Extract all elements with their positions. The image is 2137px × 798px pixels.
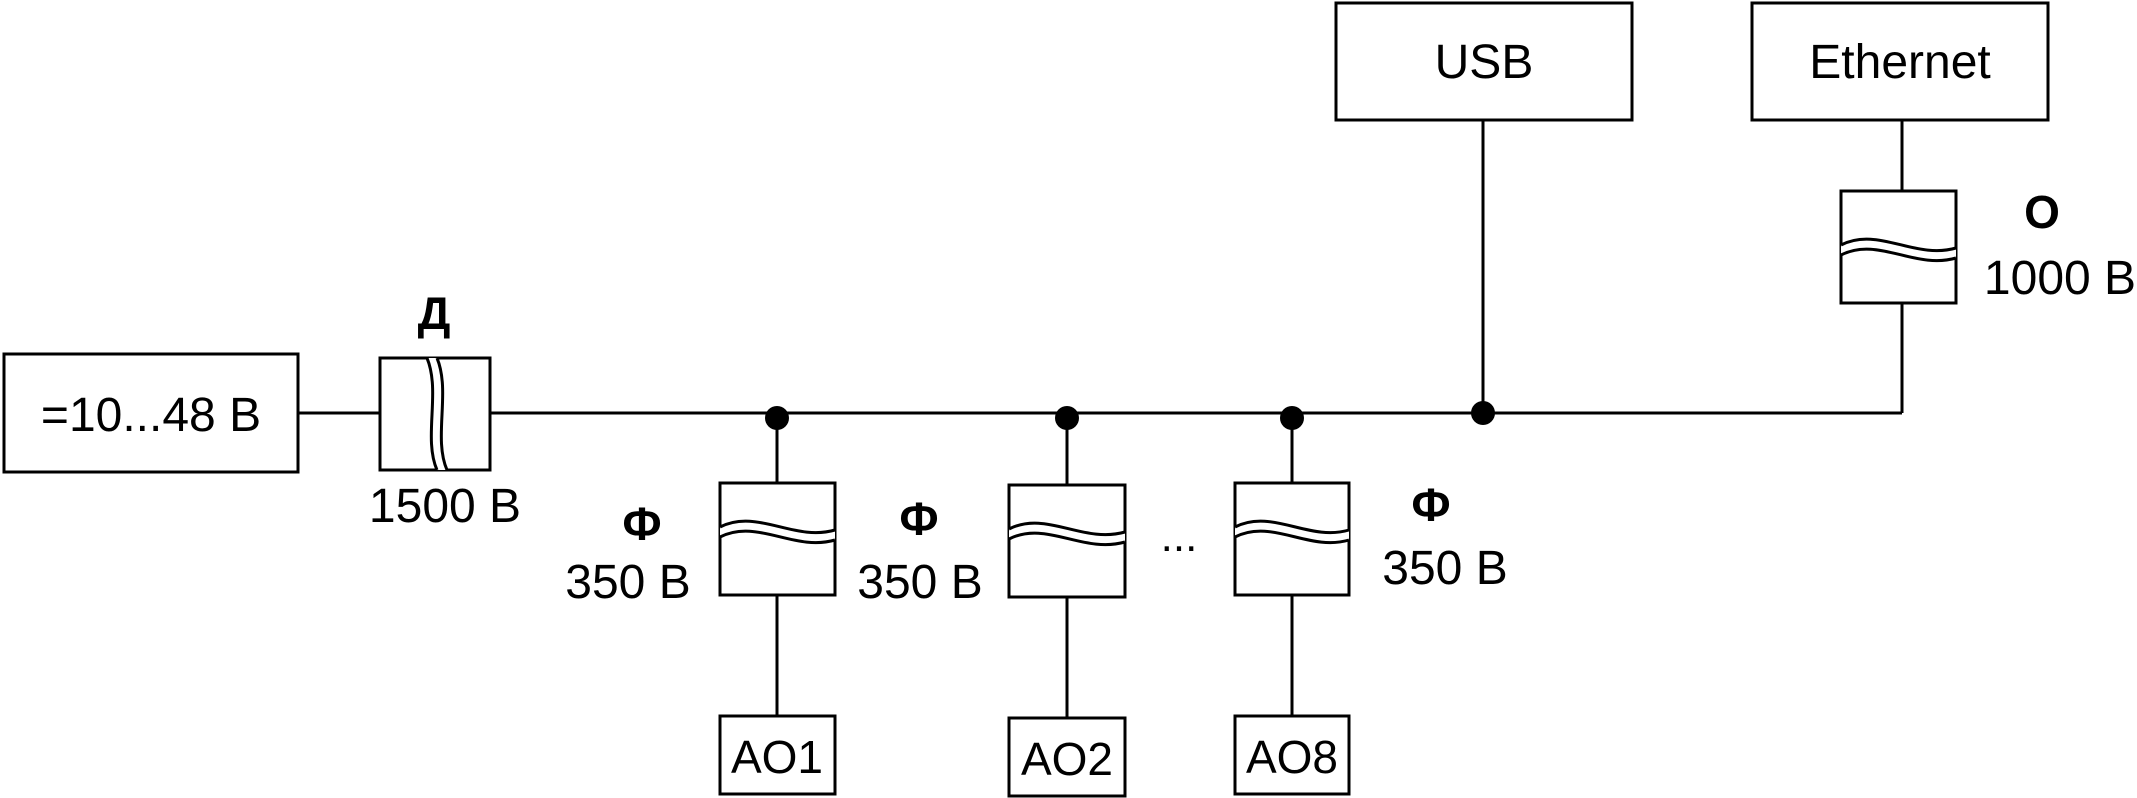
ao1-label: AO1	[731, 731, 823, 783]
usb-block: USB	[1334, 1, 1634, 122]
power-isolator-right-line	[435, 357, 449, 471]
ao2-isolator-code: Ф	[899, 493, 938, 545]
power-supply-label: =10...48 В	[41, 389, 261, 442]
power-isolator-code: Д	[418, 287, 451, 339]
ao2-isolator-voltage: 350 В	[857, 556, 982, 609]
power-isolator-voltage: 1500 В	[369, 480, 521, 533]
power-supply-box	[2, 352, 300, 474]
ethernet-label: Ethernet	[1809, 36, 1990, 89]
ao2-label: AO2	[1021, 733, 1113, 785]
power-supply-block: =10...48 В	[2, 352, 300, 474]
ellipsis: ...	[1161, 512, 1198, 561]
junction-dot	[1471, 401, 1495, 425]
usb-box	[1334, 1, 1634, 122]
ao1-isolator-code: Ф	[622, 498, 661, 550]
ethernet-isolator-gap	[1841, 239, 1956, 261]
ao1-isolator-bottom-line	[719, 529, 836, 545]
ethernet-isolator-bottom-line	[1840, 247, 1957, 263]
ao1-isolator-top-line	[719, 519, 836, 535]
ao1-isolator-gap	[720, 521, 835, 543]
wires	[298, 120, 1904, 718]
ethernet-isolator-voltage: 1000 В	[1984, 252, 2136, 305]
junction-dot	[765, 406, 789, 430]
ao2-isolator-gap	[1009, 523, 1125, 545]
ao8-isolator-voltage: 350 В	[1382, 542, 1507, 595]
usb-label: USB	[1435, 36, 1534, 89]
ethernet-box	[1750, 1, 2050, 122]
ao1-isolator-voltage: 350 В	[565, 556, 690, 609]
ao8-box	[1233, 714, 1351, 796]
ao8-label: AO8	[1246, 731, 1338, 783]
junction-dot	[1055, 406, 1079, 430]
ao8-channel: Ф 350 В AO8	[1233, 479, 1508, 796]
junctions	[765, 401, 1495, 430]
ethernet-isolator-top-line	[1840, 237, 1957, 253]
ethernet-isolator-code: О	[2024, 186, 2060, 238]
ethernet-block: Ethernet	[1750, 1, 2050, 122]
ao2-channel: Ф 350 В AO2	[857, 483, 1127, 798]
ao2-isolator-top-line	[1008, 521, 1126, 537]
junction-dot	[1280, 406, 1304, 430]
power-isolator: Д 1500 В	[369, 287, 521, 533]
ao8-isolator-bottom-line	[1234, 529, 1350, 545]
ao2-isolator-bottom-line	[1008, 531, 1126, 547]
ethernet-isolator: О 1000 В	[1839, 186, 2136, 305]
ao1-box	[718, 714, 837, 796]
power-isolator-left-line	[425, 357, 439, 471]
ao8-isolator-top-line	[1234, 519, 1350, 535]
ao1-channel: Ф 350 В AO1	[565, 481, 837, 796]
ao8-isolator-code: Ф	[1411, 479, 1450, 531]
ao8-isolator-gap	[1235, 521, 1349, 543]
ao2-box	[1007, 716, 1127, 798]
